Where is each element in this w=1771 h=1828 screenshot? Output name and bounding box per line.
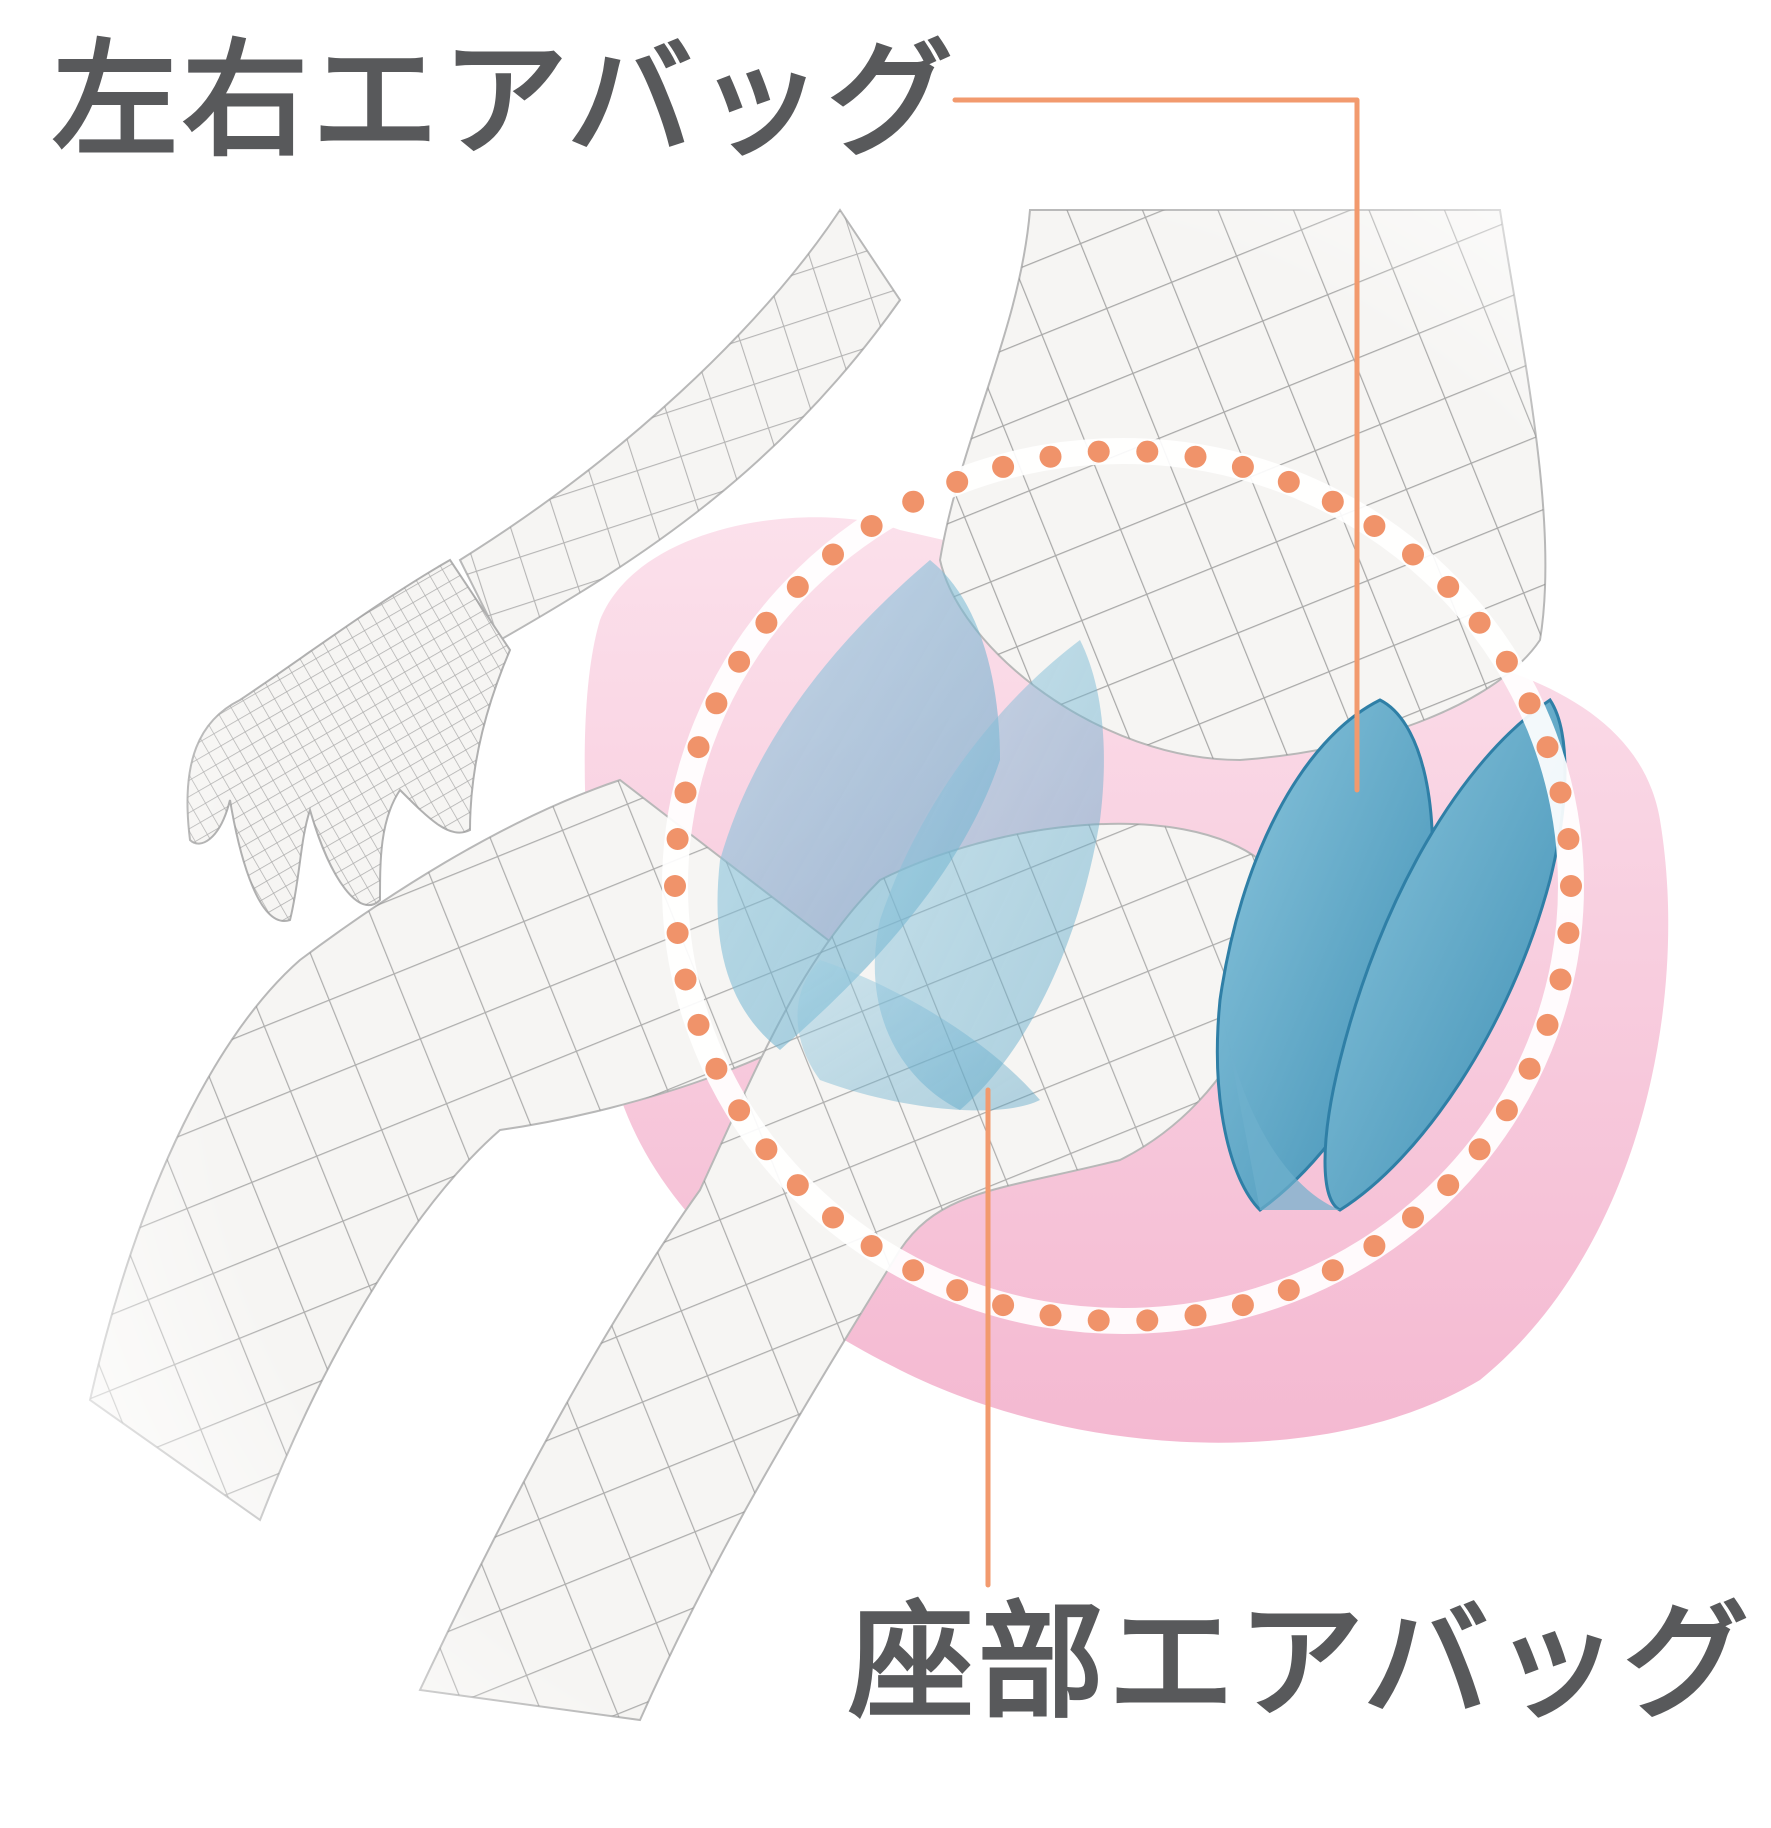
seat-airbag-lower bbox=[797, 960, 1040, 1111]
ring-dot bbox=[1536, 736, 1559, 759]
ring-dot bbox=[687, 736, 710, 759]
ring-dot bbox=[687, 1013, 710, 1036]
ring-dot bbox=[1557, 828, 1580, 850]
ring-dot bbox=[674, 781, 697, 804]
ring-dot bbox=[1039, 1304, 1062, 1327]
ring-dot bbox=[705, 1057, 728, 1080]
ring-dot bbox=[1321, 490, 1344, 513]
ring-dot bbox=[1437, 1174, 1460, 1197]
leader-lines bbox=[952, 97, 1360, 1588]
ring-dot bbox=[1468, 611, 1491, 634]
ring-dot bbox=[1437, 575, 1460, 598]
ring-dot bbox=[1184, 1304, 1207, 1327]
leader-line-side-airbag bbox=[952, 97, 1360, 793]
ring-dot bbox=[1231, 455, 1254, 478]
ring-dot bbox=[860, 1235, 883, 1257]
ring-dot bbox=[1363, 515, 1386, 537]
seat-airbag-left bbox=[717, 560, 1000, 1050]
ring-dot bbox=[664, 875, 686, 897]
ring-dot bbox=[666, 922, 689, 944]
ring-dot bbox=[728, 1099, 751, 1122]
seat-airbags bbox=[717, 560, 1104, 1111]
ring-dot bbox=[860, 515, 883, 537]
ring-dot bbox=[1518, 692, 1541, 715]
ring-dot bbox=[1560, 875, 1582, 897]
ring-dot bbox=[1495, 650, 1518, 673]
highlight-dotted-circle bbox=[664, 440, 1582, 1332]
ring-dot bbox=[902, 1259, 925, 1282]
ring-dot bbox=[1549, 968, 1572, 991]
ring-dot bbox=[705, 692, 728, 715]
label-side-airbag: 左右エアバッグ bbox=[52, 27, 957, 174]
ring-dot bbox=[992, 455, 1015, 478]
ring-dot bbox=[1277, 470, 1300, 493]
ring-dot bbox=[786, 575, 809, 598]
ring-dot bbox=[1184, 445, 1207, 468]
ring-dot bbox=[1087, 1309, 1110, 1332]
ring-dot bbox=[946, 470, 969, 493]
ring-dot bbox=[822, 1206, 844, 1229]
seat-airbag-center bbox=[874, 640, 1104, 1110]
side-airbags bbox=[1215, 697, 1567, 1212]
ring-dot bbox=[674, 968, 697, 991]
ring-dot bbox=[1277, 1279, 1300, 1302]
ring-dot bbox=[1549, 781, 1572, 804]
ring-dot bbox=[1087, 440, 1110, 463]
ring-dot bbox=[755, 1138, 778, 1161]
ring-dot bbox=[1321, 1259, 1344, 1282]
ring-dot bbox=[1136, 1309, 1159, 1332]
ring-dot bbox=[822, 543, 844, 566]
ring-dot bbox=[992, 1294, 1015, 1317]
ring-dot bbox=[902, 490, 925, 513]
ring-dot bbox=[728, 650, 751, 673]
ring-dot bbox=[1495, 1099, 1518, 1122]
ring-dot bbox=[755, 611, 778, 634]
ring-dot bbox=[1363, 1235, 1386, 1257]
ring-dot bbox=[946, 1279, 969, 1302]
ring-dot bbox=[1402, 543, 1424, 566]
ring-dot bbox=[1468, 1138, 1491, 1161]
ring-dot bbox=[666, 828, 689, 850]
ring-dot bbox=[1518, 1057, 1541, 1080]
ring-dot bbox=[1136, 440, 1159, 463]
ring-dot bbox=[1402, 1206, 1424, 1229]
ring-dot bbox=[1557, 922, 1580, 944]
ring-dot bbox=[1536, 1013, 1559, 1036]
ring-dot bbox=[786, 1174, 809, 1197]
ring-dot bbox=[1039, 445, 1062, 468]
ring-dot bbox=[1231, 1294, 1254, 1317]
label-seat-airbag: 座部エアバッグ bbox=[848, 1589, 1753, 1736]
